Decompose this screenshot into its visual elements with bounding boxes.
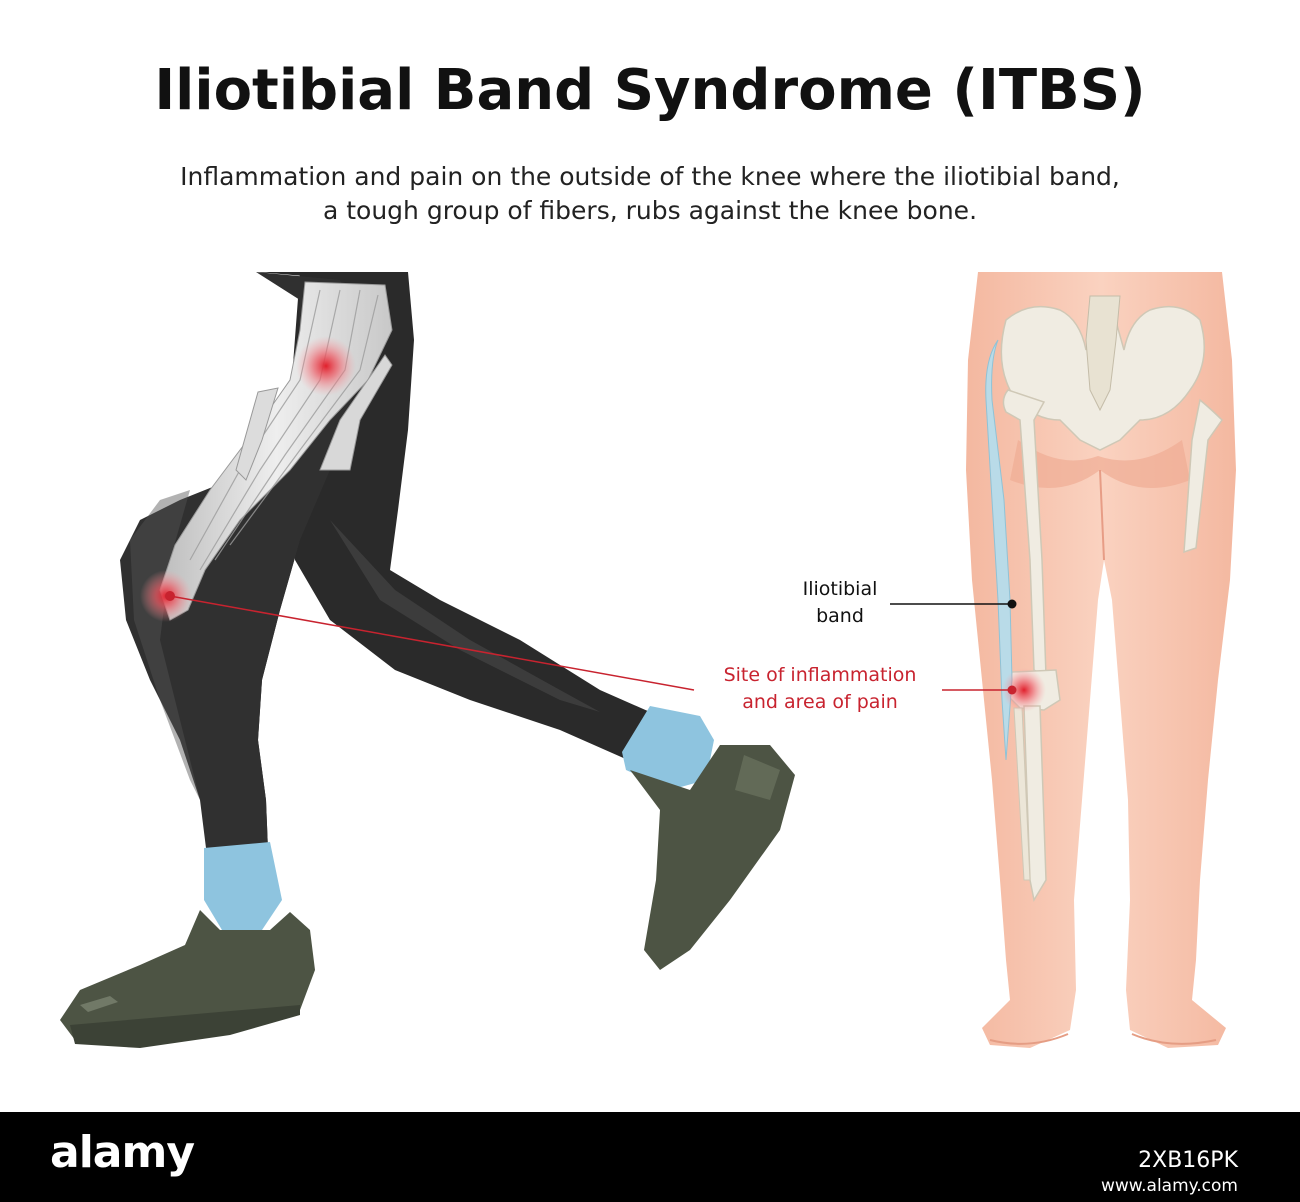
description-line-2: a tough group of fibers, rubs against th… — [322, 196, 978, 225]
inflammation-site-label: Site of inflammation and area of pain — [690, 662, 950, 716]
right-foot-outline — [1131, 1033, 1217, 1045]
inflammation-marker-hip — [296, 336, 356, 396]
image-id: 2XB16PK — [1138, 1148, 1238, 1173]
inflammation-marker-anatomy — [1002, 668, 1046, 712]
sacrum-bone — [1085, 295, 1121, 412]
front-shoe-sole — [70, 1005, 300, 1048]
running-legs-illustration — [60, 272, 795, 1048]
page-title: Iliotibial Band Syndrome (ITBS) — [154, 58, 1146, 123]
right-femur — [1183, 398, 1223, 554]
front-leg-highlight — [130, 490, 200, 800]
rear-leg-legging — [285, 272, 650, 760]
rear-shoe — [630, 745, 795, 970]
posterior-leg-anatomy-illustration — [966, 272, 1236, 1048]
left-femur — [1002, 389, 1047, 678]
watermark-bar — [0, 1112, 1300, 1202]
alamy-logo: alamy — [50, 1127, 195, 1178]
fiber-strands — [319, 354, 393, 471]
leg-separation-line — [1099, 469, 1105, 561]
description: Inflammation and pain on the outside of … — [60, 160, 1240, 228]
gluteal-fold — [1010, 440, 1190, 488]
front-shoe-highlight — [80, 996, 118, 1012]
iliotibial-band — [985, 339, 1013, 761]
band-label-line-2: band — [816, 605, 864, 627]
footer-url: www.alamy.com — [1100, 1176, 1238, 1196]
fiber-lines — [189, 289, 379, 571]
front-sock — [204, 842, 282, 930]
site-label-line-2: and area of pain — [742, 691, 898, 713]
fiber-strands-left — [235, 387, 279, 481]
left-foot-outline — [989, 1033, 1069, 1045]
callout-line-running — [169, 595, 695, 691]
description-line-1: Inflammation and pain on the outside of … — [180, 162, 1120, 191]
iliotibial-band-label: Iliotibial band — [770, 576, 910, 630]
site-label-line-1: Site of inflammation — [723, 664, 917, 686]
rear-shoe-highlight — [735, 755, 780, 800]
band-label-line-1: Iliotibial — [802, 578, 878, 600]
rear-sock — [622, 706, 714, 790]
